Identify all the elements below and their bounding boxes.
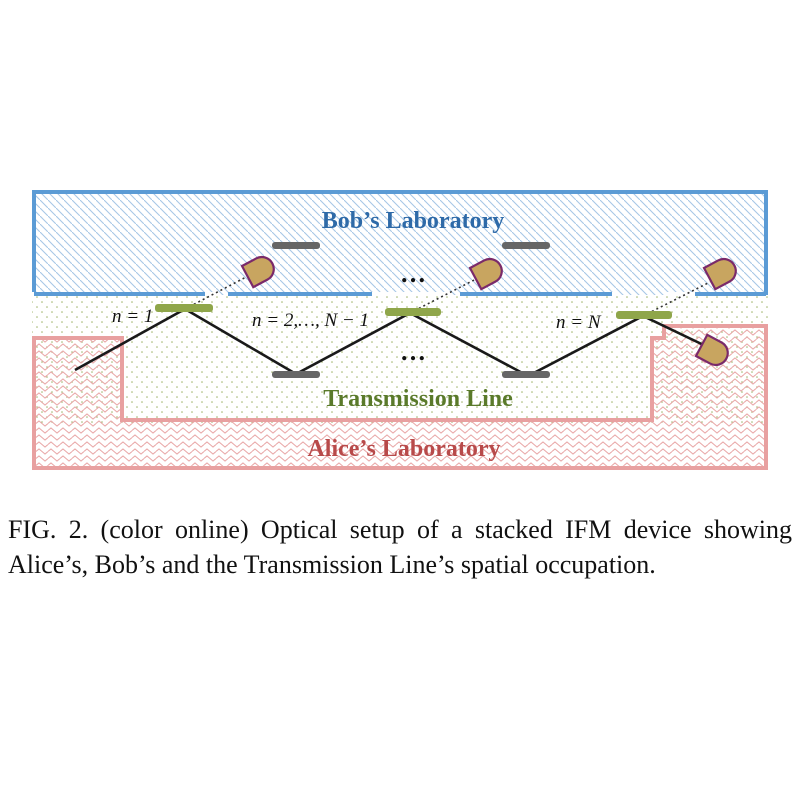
beam-splitter-2	[385, 308, 441, 316]
optical-setup-figure: … … Bob’s Laboratory Transmission Line A…	[32, 190, 768, 470]
alice-lab-region	[34, 326, 766, 468]
beam-splitter-1	[155, 304, 213, 312]
alice-lab-label: Alice’s Laboratory	[307, 436, 500, 462]
figure-caption: FIG. 2. (color online) Optical setup of …	[8, 515, 792, 579]
bob-mirror-1	[272, 242, 320, 249]
detector-icon	[694, 333, 729, 367]
detector-icon	[468, 257, 503, 291]
stage-label-3: n = N	[556, 312, 602, 333]
detector-icon	[240, 255, 275, 289]
bob-lab-label: Bob’s Laboratory	[322, 208, 504, 234]
alice-lab-border	[32, 324, 768, 470]
mirror-2	[502, 371, 550, 378]
transmission-line-label: Transmission Line	[323, 386, 513, 412]
detector-icon	[702, 257, 737, 291]
beam-splitter-3	[616, 311, 672, 319]
mirror-1	[272, 371, 320, 378]
bob-lab-border	[32, 190, 768, 295]
stage-label-2: n = 2,…, N − 1	[252, 310, 369, 331]
bob-mirror-2	[502, 242, 550, 249]
ellipsis-bottom: …	[400, 337, 426, 366]
ellipsis-top: …	[400, 259, 426, 288]
bob-lab-region	[34, 192, 766, 295]
detector-branch-1	[184, 274, 251, 310]
stage-label-1: n = 1	[112, 306, 153, 327]
